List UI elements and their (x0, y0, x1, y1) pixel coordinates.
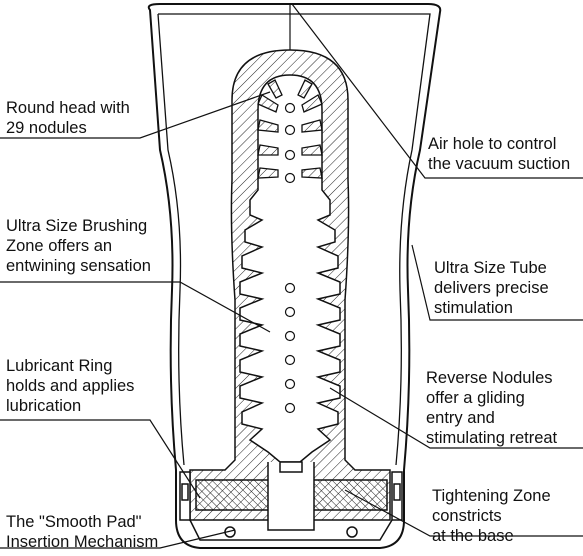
callout-line: offer a gliding (426, 389, 525, 407)
callout-reverse-nodules: Reverse Nodules offer a gliding entry an… (426, 368, 557, 448)
callout-line: Zone offers an (6, 237, 113, 255)
callout-line: constricts (432, 507, 502, 525)
callout-line: entry and (426, 409, 495, 427)
callout-round-head: Round head with 29 nodules (6, 98, 130, 138)
callout-line: Ultra Size Tube (434, 259, 547, 277)
nodule-dots (284, 102, 296, 414)
callout-line: Insertion Mechanism (6, 533, 159, 551)
callout-ultra-tube: Ultra Size Tube delivers precise stimula… (434, 258, 549, 318)
callout-line: stimulating retreat (426, 429, 558, 447)
leader-lines (0, 3, 583, 549)
callout-line: Round head with (6, 99, 130, 117)
callout-air-hole: Air hole to control the vacuum suction (428, 134, 570, 174)
head-nodules (257, 79, 323, 179)
callout-line: holds and applies (6, 377, 135, 395)
callout-tightening-zone: Tightening Zone constricts at the base (432, 486, 551, 546)
callout-line: Tightening Zone (432, 487, 551, 505)
callout-line: the vacuum suction (428, 155, 571, 173)
outer-cup (147, 3, 442, 549)
callout-brushing-zone: Ultra Size Brushing Zone offers an entwi… (6, 216, 151, 276)
callout-lubricant-ring: Lubricant Ring holds and applies lubrica… (6, 356, 134, 416)
callout-line: lubrication (6, 397, 82, 415)
callout-line: at the base (432, 527, 514, 545)
base-assembly (179, 461, 403, 541)
callout-line: stimulation (434, 299, 513, 317)
callout-line: Lubricant Ring (6, 357, 113, 375)
callout-line: entwining sensation (6, 257, 151, 275)
callout-line: delivers precise (434, 279, 549, 297)
callout-line: Ultra Size Brushing (6, 217, 148, 235)
callout-line: Reverse Nodules (426, 369, 553, 387)
callout-line: 29 nodules (6, 119, 87, 137)
callout-smooth-pad: The "Smooth Pad" Insertion Mechanism (6, 512, 158, 552)
callout-line: The "Smooth Pad" (6, 513, 142, 531)
callout-line: Air hole to control (428, 135, 557, 153)
